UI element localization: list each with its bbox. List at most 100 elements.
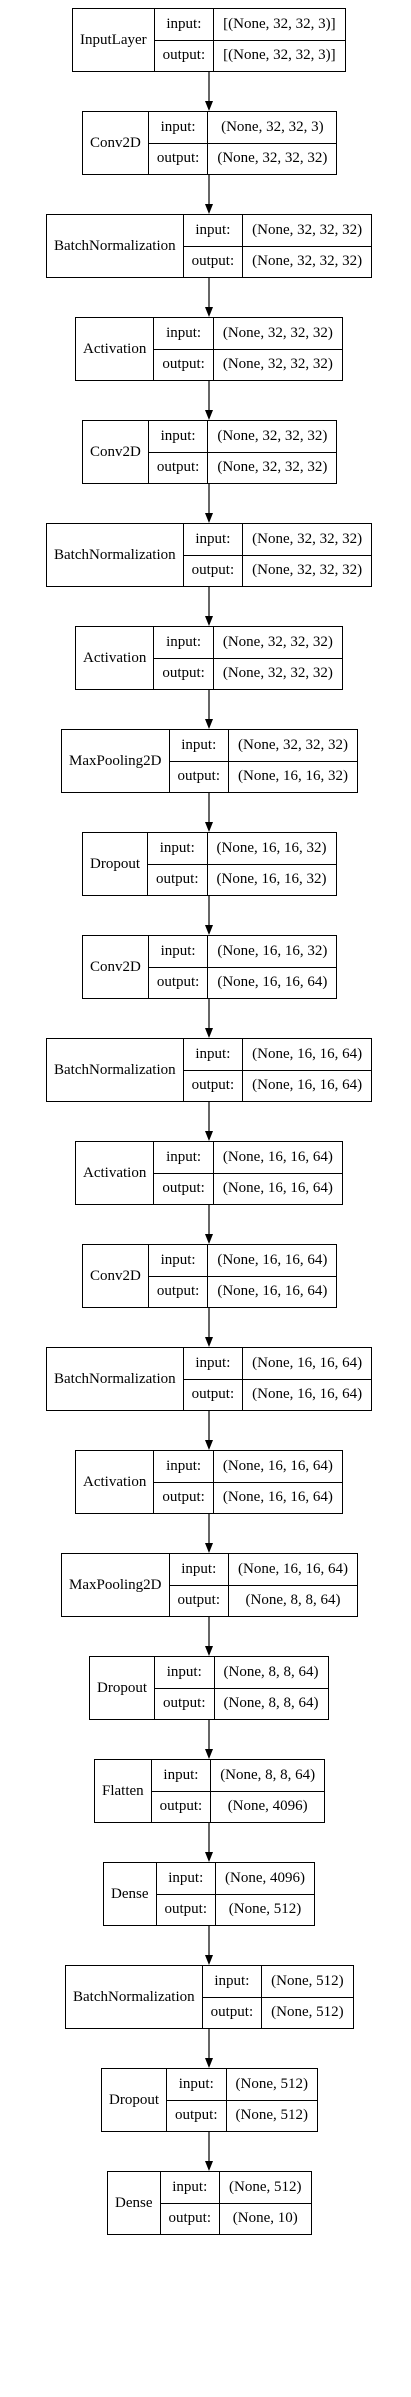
output-label: output: bbox=[183, 1378, 243, 1411]
output-label: output: bbox=[154, 348, 213, 381]
edge-arrowhead bbox=[205, 1028, 213, 1038]
output-shape: (None, 32, 32, 32) bbox=[243, 554, 372, 587]
input-label: input: bbox=[163, 1766, 199, 1783]
input-label: input: bbox=[181, 1560, 217, 1577]
io-shapes: (None, 16, 16, 32)(None, 16, 16, 32) bbox=[207, 833, 336, 895]
layer-name: BatchNormalization bbox=[66, 1966, 203, 2028]
io-labels: input: output: bbox=[160, 2172, 221, 2235]
layer-node-dense: Dense input: output: (None, 512) (None, 10) bbox=[107, 2171, 312, 2235]
io-shapes: (None, 4096)(None, 512) bbox=[216, 1863, 314, 1925]
io-shapes: (None, 32, 32, 32)(None, 32, 32, 32) bbox=[243, 215, 372, 277]
input-shape: (None, 16, 16, 64) bbox=[252, 1045, 363, 1062]
input-shape: (None, 512) bbox=[271, 1972, 344, 1989]
io-labels: input:output: bbox=[183, 1039, 244, 1101]
input-label: input: bbox=[166, 1663, 202, 1680]
input-label: input: bbox=[160, 1251, 196, 1268]
layer-name: Dense bbox=[108, 2172, 161, 2234]
io-shapes: (None, 512)(None, 512) bbox=[226, 2069, 317, 2131]
edge-arrowhead bbox=[205, 1234, 213, 1244]
io-shapes: (None, 16, 16, 64) (None, 8, 8, 64) bbox=[229, 1554, 358, 1617]
io-shapes: (None, 32, 32, 3)(None, 32, 32, 32) bbox=[208, 112, 337, 175]
output-shape: (None, 16, 16, 64) bbox=[208, 1275, 337, 1308]
edge-arrowhead bbox=[205, 616, 213, 626]
input-shape: (None, 32, 32, 32) bbox=[252, 221, 363, 238]
output-label: output: bbox=[169, 760, 229, 793]
edge-arrowhead bbox=[205, 410, 213, 420]
output-shape: (None, 16, 16, 64) bbox=[208, 966, 337, 999]
output-shape: (None, 32, 32, 32) bbox=[213, 657, 342, 690]
layer-name: Activation bbox=[76, 1142, 155, 1204]
output-label: output: bbox=[160, 2202, 220, 2235]
edge-arrowhead bbox=[205, 1543, 213, 1553]
input-shape: (None, 16, 16, 64) bbox=[217, 1251, 328, 1268]
layer-name: Dropout bbox=[102, 2069, 167, 2131]
input-label: input: bbox=[172, 2178, 208, 2195]
output-label: output: bbox=[154, 657, 213, 690]
io-shapes: (None, 16, 16, 32) (None, 16, 16, 64) bbox=[208, 936, 337, 999]
edge-arrowhead bbox=[205, 2161, 213, 2171]
edge-arrowhead bbox=[205, 1852, 213, 1862]
output-shape: (None, 8, 8, 64) bbox=[214, 1687, 328, 1720]
input-label: input: bbox=[166, 1457, 202, 1474]
layer-name: Dense bbox=[104, 1863, 157, 1925]
layer-name: Conv2D bbox=[83, 421, 149, 483]
io-labels: input:output: bbox=[156, 1863, 217, 1925]
io-shapes: [(None, 32, 32, 3)] [(None, 32, 32, 3)] bbox=[214, 9, 345, 72]
input-shape: (None, 16, 16, 32) bbox=[216, 839, 327, 856]
edge-arrowhead bbox=[205, 1337, 213, 1347]
output-shape: (None, 512) bbox=[216, 1893, 314, 1926]
layer-name: MaxPooling2D bbox=[62, 1554, 170, 1616]
io-shapes: (None, 8, 8, 64)(None, 4096) bbox=[211, 1760, 325, 1823]
edge-arrowhead bbox=[205, 822, 213, 832]
io-labels: input:output: bbox=[183, 215, 244, 277]
input-shape: (None, 16, 16, 64) bbox=[222, 1148, 333, 1165]
output-shape: [(None, 32, 32, 3)] bbox=[214, 39, 345, 72]
output-shape: (None, 4096) bbox=[211, 1790, 325, 1823]
output-label: output: bbox=[183, 554, 243, 587]
input-label: input: bbox=[166, 15, 202, 32]
output-shape: (None, 16, 16, 64) bbox=[213, 1172, 342, 1205]
input-label: input: bbox=[195, 221, 231, 238]
io-labels: input: output: bbox=[154, 318, 214, 380]
output-shape: (None, 10) bbox=[220, 2202, 311, 2235]
input-label: input: bbox=[166, 1148, 202, 1165]
output-shape: (None, 512) bbox=[262, 1996, 353, 2029]
output-label: output: bbox=[167, 2099, 226, 2132]
output-shape: (None, 16, 16, 64) bbox=[243, 1069, 372, 1102]
input-shape: (None, 32, 32, 32) bbox=[217, 427, 328, 444]
io-shapes: (None, 8, 8, 64)(None, 8, 8, 64) bbox=[214, 1657, 328, 1720]
layer-name: Dropout bbox=[83, 833, 148, 895]
layer-name: BatchNormalization bbox=[47, 1348, 184, 1410]
layer-name: Activation bbox=[76, 318, 155, 380]
input-shape: (None, 16, 16, 32) bbox=[217, 942, 328, 959]
edge-arrowhead bbox=[205, 1749, 213, 1759]
output-label: output: bbox=[202, 1996, 262, 2029]
output-label: output: bbox=[155, 1687, 214, 1720]
edge-arrowhead bbox=[205, 101, 213, 111]
layer-name: Flatten bbox=[95, 1760, 152, 1822]
output-shape: (None, 8, 8, 64) bbox=[229, 1584, 358, 1617]
edge-arrowhead bbox=[205, 307, 213, 317]
output-shape: (None, 32, 32, 32) bbox=[208, 142, 337, 175]
input-shape: (None, 512) bbox=[229, 2178, 302, 2195]
io-shapes: (None, 16, 16, 64)(None, 16, 16, 64) bbox=[213, 1451, 342, 1513]
input-label: input: bbox=[195, 530, 231, 547]
input-label: input: bbox=[166, 324, 202, 341]
output-label: output: bbox=[154, 1172, 213, 1205]
io-labels: input: output: bbox=[154, 1142, 214, 1204]
io-shapes: (None, 32, 32, 32)(None, 32, 32, 32) bbox=[243, 524, 372, 587]
edge-arrowhead bbox=[205, 2058, 213, 2068]
input-shape: [(None, 32, 32, 3)] bbox=[223, 15, 336, 32]
input-shape: (None, 16, 16, 64) bbox=[238, 1560, 349, 1577]
edge-arrowhead bbox=[205, 719, 213, 729]
output-label: output: bbox=[154, 1481, 213, 1514]
